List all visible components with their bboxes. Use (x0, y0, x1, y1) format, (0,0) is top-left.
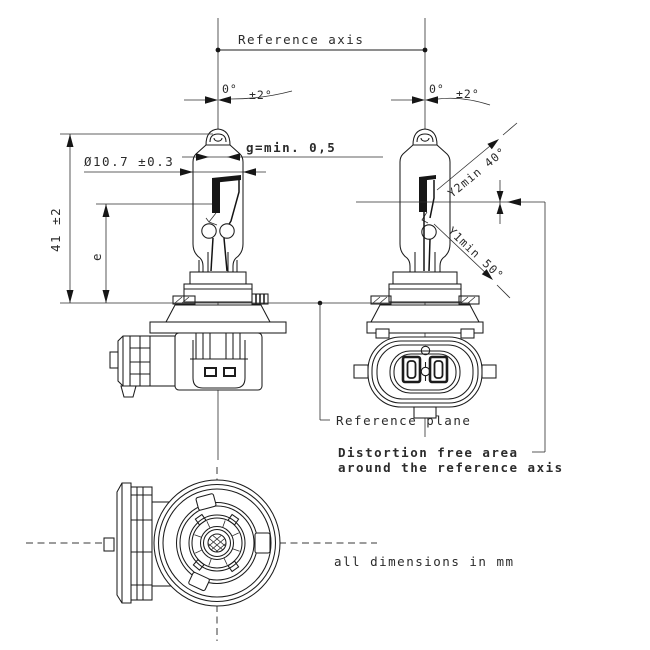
overall-length-label: 41 ±2 (48, 207, 63, 252)
right-bulb-pedestal-upper (392, 271, 458, 285)
left-bulb-tip (205, 128, 231, 146)
connector-tab-right (481, 364, 497, 379)
bottom-view-outer-ring (153, 479, 281, 607)
connector-tab-bottom (413, 406, 437, 419)
dimension-tip-gap: g=min. 0,5 (182, 140, 383, 161)
tilt-arrow-right-b (425, 96, 438, 104)
left-bulb-base-body (174, 332, 263, 391)
connector-terminal-1 (401, 355, 422, 384)
connector-ear-right (460, 328, 475, 339)
connector-oval-outer (367, 336, 483, 408)
tilt-tolerance-left: ±2° (249, 88, 273, 102)
left-bulb-pedestal-lower (183, 283, 253, 303)
bottom-view (103, 479, 281, 607)
left-bulb-pedestal-upper (189, 271, 247, 285)
left-bulb-side-view (109, 128, 287, 398)
key-tab-bottom (188, 571, 210, 592)
right-bulb-tip (412, 128, 438, 146)
left-bulb-connector-shroud (192, 340, 246, 389)
reference-axis-dot-right (422, 47, 428, 53)
tilt-annotation-right: 0° ±2° (391, 82, 491, 106)
tilt-annotation-left: 0° ±2° (184, 82, 293, 104)
bottom-view-spokes (194, 520, 240, 566)
tip-gap-label: g=min. 0,5 (246, 140, 336, 155)
left-bulb-reference-flange (165, 304, 271, 323)
tilt-tolerance-right: ±2° (456, 87, 480, 101)
tilt-angle-left: 0° (222, 82, 238, 96)
tilt-arrow-left-b (218, 96, 231, 104)
connector-pin-center (420, 366, 431, 377)
connector-terminal-2 (428, 355, 449, 384)
dimension-overall-length: 41 ±2 (48, 133, 213, 303)
left-bulb-filament (201, 175, 241, 272)
left-bulb-clamp-marks (172, 293, 269, 305)
units-note-label: all dimensions in mm (334, 554, 515, 569)
dimension-light-center: e (89, 203, 212, 303)
reference-axis-dot-left (215, 47, 221, 53)
right-bulb-clamp-marks (370, 295, 480, 305)
left-bulb-flange-rim (149, 321, 287, 334)
right-bulb-connector-face (353, 328, 497, 419)
tilt-arrow-left-a (205, 96, 218, 104)
key-tab-right (254, 532, 271, 554)
light-center-label: e (89, 252, 104, 261)
distortion-free-note: Distortion free area around the referenc… (338, 445, 564, 475)
bulb-diameter-label: Ø10.7 ±0.3 (84, 154, 174, 169)
dimension-bulb-diameter: Ø10.7 ±0.3 (84, 154, 266, 176)
right-bulb-pedestal-lower (388, 283, 462, 303)
reference-axis-annotation: Reference axis (215, 32, 428, 53)
key-tab-top (195, 493, 217, 511)
connector-ear-left (375, 328, 390, 339)
left-bulb-terminal-hole-1 (204, 367, 217, 377)
distortion-free-label-line2: around the reference axis (338, 460, 564, 475)
reference-axis-label: Reference axis (238, 32, 364, 47)
right-bulb-filament (419, 175, 437, 272)
reference-plane-label: Reference plane (336, 413, 471, 428)
distortion-free-label-line1: Distortion free area (338, 445, 519, 460)
left-bulb-terminal-hole-2 (223, 367, 236, 377)
reference-plane-annotation: Reference plane (60, 300, 471, 428)
connector-pin-top (420, 345, 431, 356)
connector-tab-left (353, 364, 369, 379)
tilt-arrow-right-a (412, 96, 425, 104)
tilt-angle-right: 0° (429, 82, 445, 96)
left-bulb-side-connector (109, 335, 176, 398)
right-bulb-reference-flange (370, 304, 480, 323)
right-bulb-flange-rim (366, 321, 484, 334)
right-bulb-side-view (353, 128, 497, 419)
